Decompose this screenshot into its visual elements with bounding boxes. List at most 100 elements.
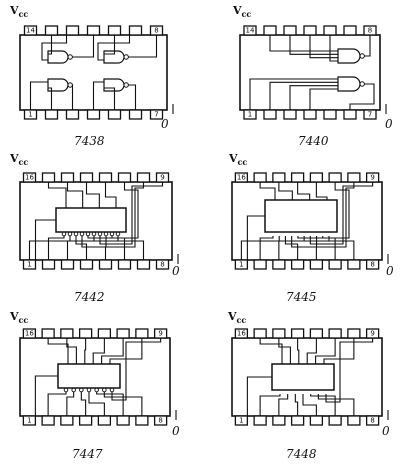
part-number-7442: 7442	[74, 290, 105, 304]
pin-label-bottom-right-7445: 8	[370, 261, 374, 269]
pin-top-7448	[310, 329, 322, 338]
pin-top-7448	[273, 329, 285, 338]
pin-bottom-7447	[42, 416, 54, 425]
pin-label-first-7447: 1	[27, 417, 31, 425]
ground-label-7445: 0	[386, 264, 394, 278]
pin-top-7440	[304, 26, 316, 35]
output-bubble-7442	[104, 232, 108, 236]
pin-label-top-right-7447: 9	[158, 330, 162, 338]
pin-top-7440	[264, 26, 276, 35]
nand-gate-7440	[338, 49, 360, 63]
part-number-7440: 7440	[298, 134, 329, 148]
pin-top-7438	[88, 26, 100, 35]
pin-bottom-7447	[136, 416, 148, 425]
pin-label-top-right-7445: 9	[370, 174, 374, 182]
pin-top-7447	[80, 329, 92, 338]
pin-bottom-7442	[81, 260, 93, 269]
pin-top-7440	[324, 26, 336, 35]
pin-top-7445	[310, 173, 322, 182]
pin-label-first-7448: 1	[239, 417, 243, 425]
pin-label-first-7445: 1	[239, 261, 243, 269]
pin-top-7447	[98, 329, 110, 338]
pin-bottom-7438	[88, 110, 100, 119]
pin-label-vcc-7440: 14	[246, 27, 255, 35]
output-bubble-7447	[110, 388, 114, 392]
nand-gate-7438-bubble	[68, 55, 72, 59]
pin-top-7440	[344, 26, 356, 35]
vcc-label-7445: Vcc	[229, 152, 247, 167]
wire-7438	[72, 85, 73, 110]
ground-label-7447: 0	[172, 424, 180, 438]
pin-bottom-7438	[130, 110, 142, 119]
output-bubble-7442	[98, 232, 102, 236]
pin-label-top-right-7438: 8	[154, 27, 158, 35]
part-number-7447: 7447	[72, 447, 103, 461]
vcc-label-7440: Vcc	[233, 4, 251, 19]
pin-top-7442	[138, 173, 150, 182]
pin-label-bottom-right-7442: 8	[160, 261, 164, 269]
pin-top-7448	[254, 329, 266, 338]
pin-bottom-7445	[254, 260, 266, 269]
pin-top-7447	[136, 329, 148, 338]
pin-top-7442	[100, 173, 112, 182]
pin-label-vcc-7445: 16	[237, 174, 246, 182]
pin-top-7447	[117, 329, 129, 338]
logic-block-7442	[56, 208, 126, 232]
pin-label-vcc-7438: 14	[26, 27, 35, 35]
pin-top-7438	[46, 26, 58, 35]
part-number-7448: 7448	[286, 447, 317, 461]
output-bubble-7447	[103, 388, 107, 392]
pin-label-vcc-7447: 16	[25, 330, 34, 338]
pin-bottom-7448	[310, 416, 322, 425]
pin-bottom-7447	[80, 416, 92, 425]
pin-bottom-7447	[61, 416, 73, 425]
pin-top-7448	[348, 329, 360, 338]
nand-gate-7438-bubble	[68, 83, 72, 87]
logic-block-7447	[58, 364, 120, 388]
pin-bottom-7448	[254, 416, 266, 425]
vcc-label-7447: Vcc	[10, 310, 28, 325]
pin-bottom-7442	[62, 260, 74, 269]
pin-bottom-7445	[348, 260, 360, 269]
output-bubble-7442	[92, 232, 96, 236]
nand-gate-7440-bubble	[360, 82, 364, 86]
pin-top-7442	[81, 173, 93, 182]
pin-label-top-right-7448: 9	[370, 330, 374, 338]
pin-top-7438	[130, 26, 142, 35]
pin-bottom-7442	[100, 260, 112, 269]
output-bubble-7447	[87, 388, 91, 392]
pin-bottom-7447	[117, 416, 129, 425]
pin-bottom-7438	[67, 110, 79, 119]
pin-bottom-7440	[324, 110, 336, 119]
pin-label-vcc-7442: 16	[25, 174, 34, 182]
pin-label-bottom-right-7448: 8	[370, 417, 374, 425]
pin-top-7445	[329, 173, 341, 182]
pin-bottom-7440	[284, 110, 296, 119]
pin-top-7445	[292, 173, 304, 182]
pin-bottom-7438	[109, 110, 121, 119]
ground-label-7438: 0	[161, 117, 169, 131]
pin-bottom-7445	[292, 260, 304, 269]
output-bubble-7447	[95, 388, 99, 392]
output-bubble-7442	[86, 232, 90, 236]
output-bubble-7442	[80, 232, 84, 236]
nand-gate-7438-bubble	[124, 55, 128, 59]
pin-bottom-7440	[264, 110, 276, 119]
nand-gate-7440-bubble	[360, 54, 364, 58]
pin-bottom-7438	[46, 110, 58, 119]
pin-top-7438	[109, 26, 121, 35]
pin-bottom-7442	[138, 260, 150, 269]
pin-top-7447	[61, 329, 73, 338]
pin-top-7445	[254, 173, 266, 182]
pin-label-first-7440: 1	[248, 111, 252, 119]
output-bubble-7447	[64, 388, 68, 392]
pin-bottom-7445	[329, 260, 341, 269]
pin-bottom-7445	[310, 260, 322, 269]
pin-top-7448	[329, 329, 341, 338]
logic-block-7445	[265, 200, 337, 232]
vcc-label-7442: Vcc	[10, 152, 28, 167]
